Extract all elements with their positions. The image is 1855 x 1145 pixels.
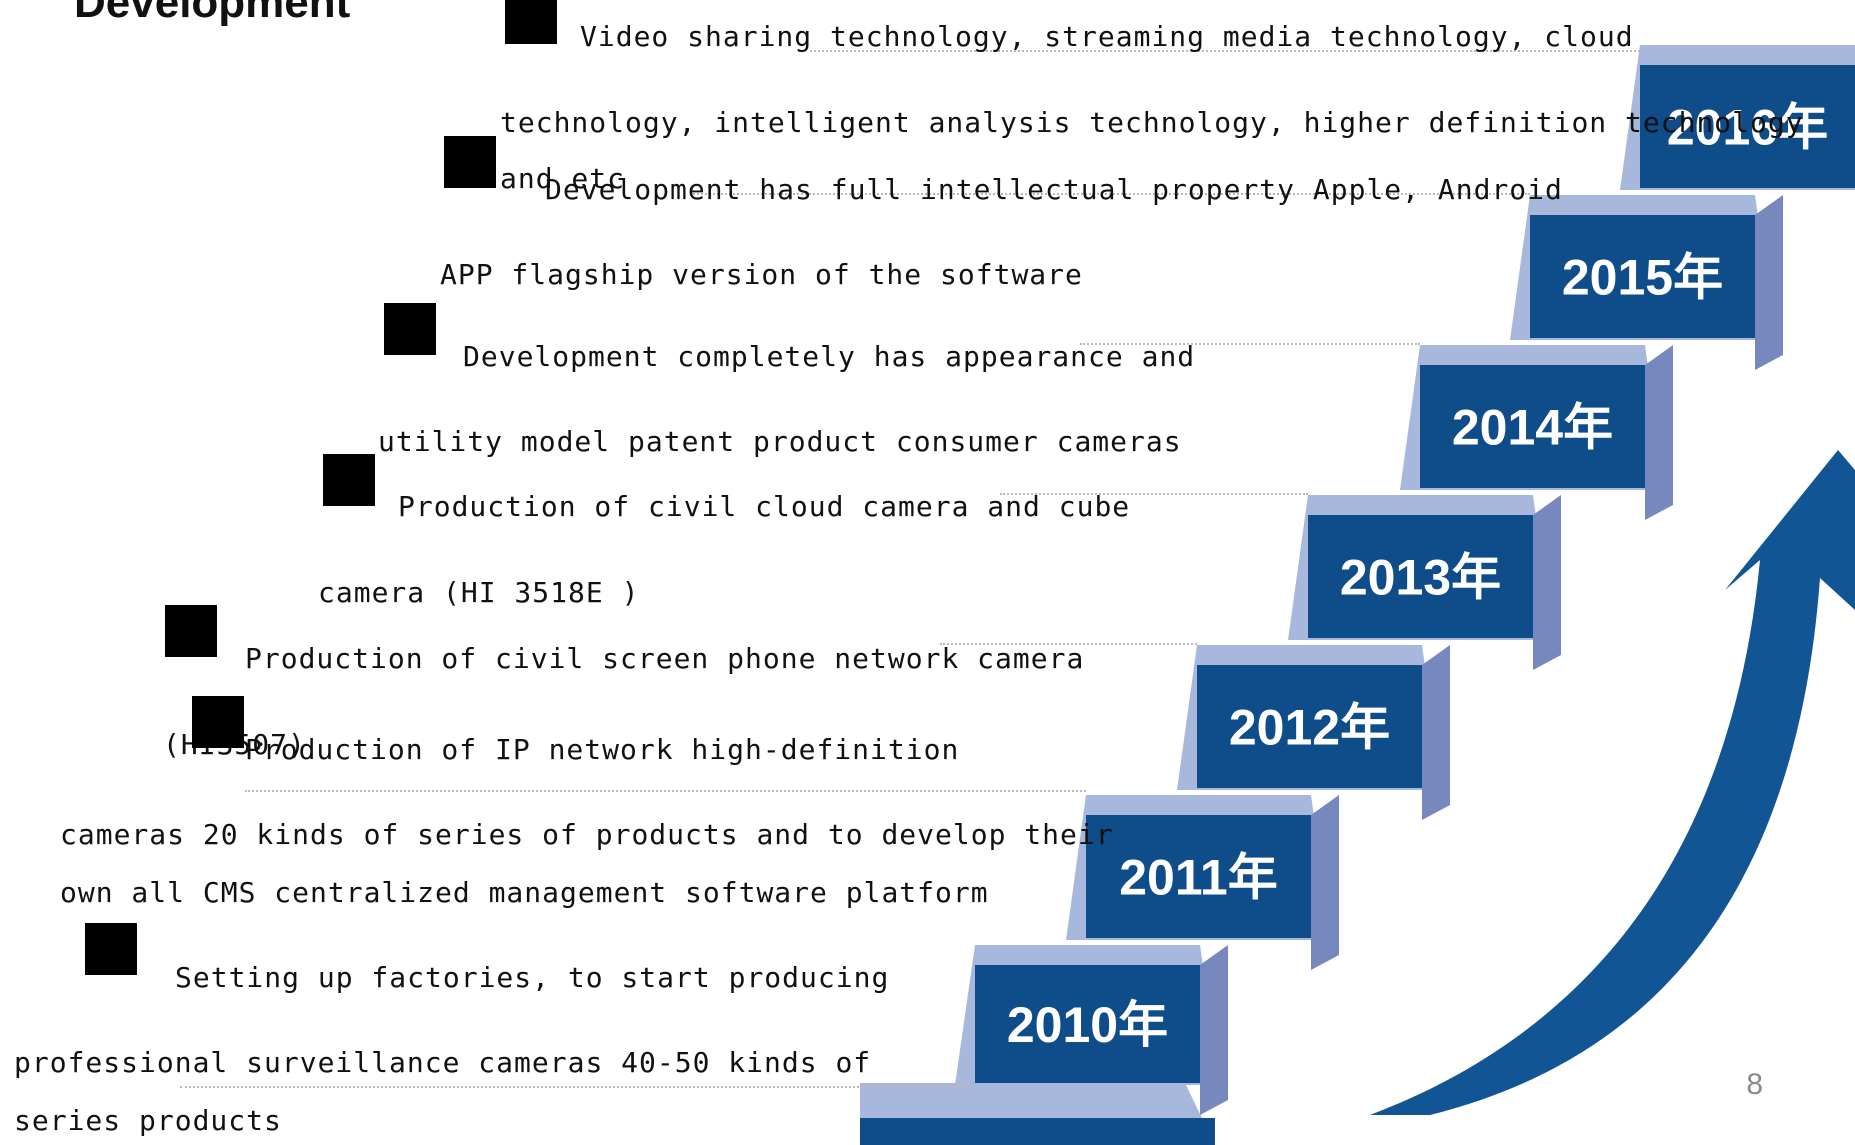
bullet-marker bbox=[192, 696, 244, 748]
leader-line bbox=[940, 643, 1197, 645]
stair-side bbox=[1533, 495, 1561, 670]
leader-line bbox=[245, 790, 1086, 792]
stair-front bbox=[1308, 515, 1533, 638]
stair-front bbox=[1530, 215, 1755, 338]
bullet-marker bbox=[505, 0, 557, 44]
page-number: 8 bbox=[1746, 1068, 1763, 1101]
leader-line bbox=[180, 1086, 975, 1088]
milestone-text-line: series products bbox=[14, 1104, 282, 1137]
leader-line bbox=[690, 193, 1530, 195]
stair-base-front bbox=[860, 1118, 1215, 1145]
growth-arrow-icon bbox=[1370, 450, 1855, 1115]
stair-step-2: 2014年 bbox=[1400, 345, 1673, 520]
leader-line bbox=[1080, 343, 1420, 345]
milestone-text-line: Development has full intellectual proper… bbox=[545, 173, 1563, 206]
stair-front bbox=[975, 965, 1200, 1083]
stair-side bbox=[1645, 345, 1673, 520]
leader-line bbox=[810, 50, 1640, 52]
stair-side bbox=[1422, 645, 1450, 820]
milestone-text-line: Production of civil screen phone network… bbox=[245, 642, 1085, 675]
milestone-text-line: own all CMS centralized management softw… bbox=[60, 876, 989, 909]
stair-front bbox=[1086, 815, 1311, 938]
milestone-text-line: cameras 20 kinds of series of products a… bbox=[60, 818, 1114, 851]
milestone-text-line: Production of civil cloud camera and cub… bbox=[398, 490, 1131, 523]
stair-side bbox=[1755, 195, 1783, 370]
stair-step-5: 2011年 bbox=[1066, 795, 1339, 970]
bullet-marker bbox=[444, 136, 496, 188]
milestone-text-line: Setting up factories, to start producing bbox=[175, 961, 890, 994]
milestone-text-line: Development completely has appearance an… bbox=[463, 340, 1196, 373]
stair-side bbox=[1200, 945, 1228, 1115]
step-year-label: 2010年 bbox=[1007, 997, 1168, 1053]
milestone-text-line: professional surveillance cameras 40-50 … bbox=[14, 1046, 872, 1079]
step-year-label: 2014年 bbox=[1452, 400, 1613, 456]
leader-line bbox=[1000, 493, 1308, 495]
stair-front bbox=[1640, 65, 1855, 188]
bullet-marker bbox=[384, 303, 436, 355]
step-year-label: 2016年 bbox=[1667, 100, 1828, 156]
step-year-label: 2015年 bbox=[1562, 250, 1723, 306]
slide-heading: Development bbox=[74, 0, 351, 27]
stair-step-0: 2016年 bbox=[1620, 45, 1855, 190]
stair-step-3: 2013年 bbox=[1288, 495, 1561, 670]
milestone-text-line: Production of IP network high-definition bbox=[245, 733, 960, 766]
stair-side bbox=[1311, 795, 1339, 970]
milestone-text-line: utility model patent product consumer ca… bbox=[378, 425, 1182, 458]
step-year-label: 2012年 bbox=[1229, 700, 1390, 756]
bullet-marker bbox=[323, 454, 375, 506]
milestone-text-line: technology, intelligent analysis technol… bbox=[500, 106, 1804, 139]
stair-front bbox=[1197, 665, 1422, 788]
bullet-marker bbox=[85, 923, 137, 975]
milestone-text-line: camera (HI 3518E ) bbox=[318, 576, 640, 609]
step-year-label: 2011年 bbox=[1119, 850, 1277, 906]
stair-step-6: 2010年 bbox=[955, 945, 1228, 1115]
step-year-label: 2013年 bbox=[1340, 550, 1501, 606]
stair-front bbox=[1420, 365, 1645, 488]
bullet-marker bbox=[165, 605, 217, 657]
stair-step-1: 2015年 bbox=[1510, 195, 1783, 370]
milestone-text-line: Video sharing technology, streaming medi… bbox=[580, 20, 1634, 53]
milestone-text-line: and etc bbox=[500, 162, 626, 195]
milestone-text-line: APP flagship version of the software bbox=[440, 258, 1083, 291]
stair-step-4: 2012年 bbox=[1177, 645, 1450, 820]
